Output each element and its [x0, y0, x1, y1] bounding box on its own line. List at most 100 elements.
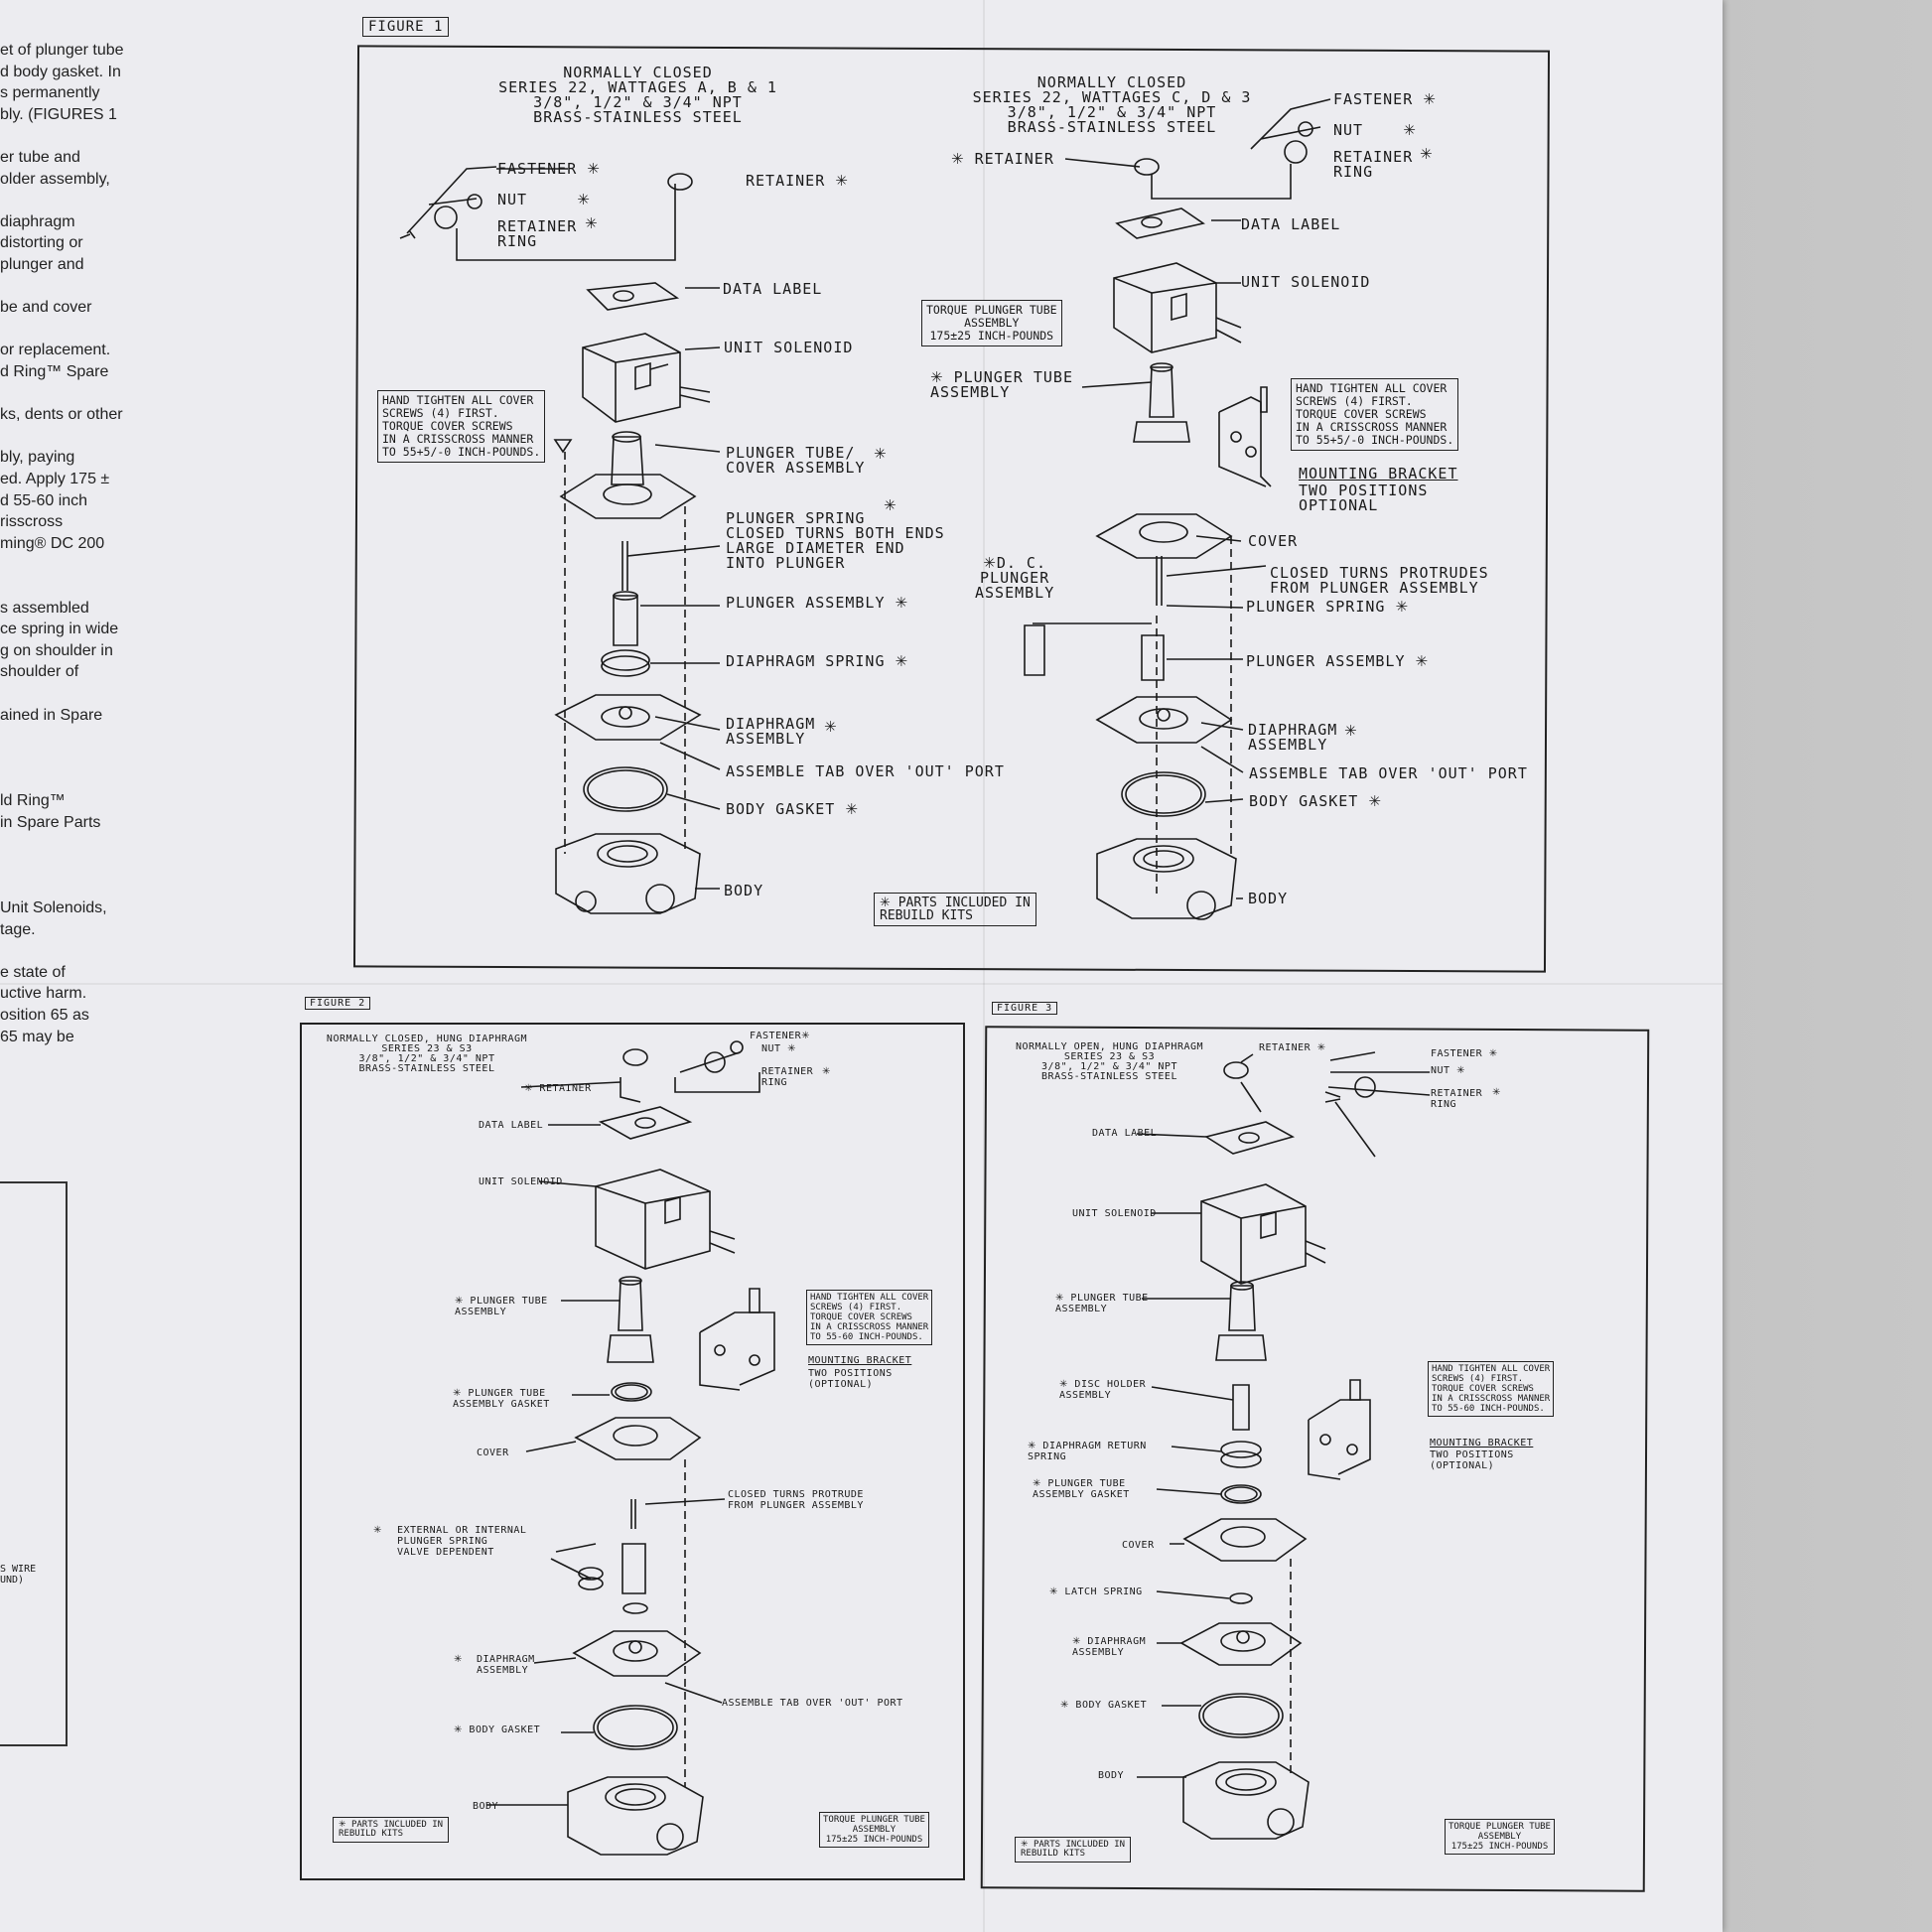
instruction-line: bly. (FIGURES 1: [0, 105, 117, 123]
figure-1-tag: FIGURE 1: [362, 17, 450, 37]
kit-star-icon: ✳: [1368, 792, 1382, 810]
label-retainer: RETAINER ✳: [1259, 1042, 1326, 1053]
instruction-line: d 55-60 inch: [0, 491, 88, 509]
kit-star-icon: ✳: [585, 214, 599, 232]
label-fastener: FASTENER ✳: [1333, 90, 1437, 108]
instruction-line: d Ring™ Spare: [0, 363, 109, 380]
label-diaphragm-assembly-text: DIAPHRAGM ASSEMBLY: [477, 1654, 535, 1676]
label-plunger-tube-gasket: ✳ PLUNGER TUBE ASSEMBLY GASKET: [453, 1388, 550, 1410]
fig3-assembly: [1136, 1051, 1431, 1840]
label-nut: NUT ✳: [761, 1043, 796, 1054]
kit-star-icon: ✳: [1060, 1700, 1069, 1711]
kit-star-icon: ✳: [1344, 722, 1358, 740]
fig1-right-assembly: [1024, 98, 1331, 920]
label-latch-spring: ✳ LATCH SPRING: [1049, 1587, 1143, 1597]
kit-star-icon: ✳: [1423, 90, 1437, 108]
kit-star-icon: ✳: [1403, 121, 1417, 139]
kit-star-icon: ✳: [1415, 652, 1430, 670]
label-body-gasket: ✳ BODY GASKET: [454, 1725, 541, 1735]
plunger-tube-torque-note: TORQUE PLUNGER TUBE ASSEMBLY 175±25 INCH…: [819, 1812, 929, 1848]
instruction-line: ce spring in wide: [0, 621, 119, 638]
cover-torque-note: HAND TIGHTEN ALL COVER SCREWS (4) FIRST.…: [1291, 378, 1459, 451]
figure-2-frame: [300, 1023, 965, 1880]
label-retainer: ✳ RETAINER: [951, 150, 1054, 168]
kit-star-icon: ✳: [1028, 1441, 1036, 1451]
figure-3-title: NORMALLY OPEN, HUNG DIAPHRAGM SERIES 23 …: [1015, 1041, 1204, 1082]
label-plunger-tube-cover: PLUNGER TUBE/ COVER ASSEMBLY: [726, 444, 866, 477]
label-nut: NUT ✳: [1333, 121, 1417, 139]
label-diaphragm-spring: DIAPHRAGM SPRING ✳: [726, 652, 909, 670]
label-assemble-tab: ASSEMBLE TAB OVER 'OUT' PORT: [722, 1698, 903, 1709]
figure-2-title: NORMALLY CLOSED, HUNG DIAPHRAGM SERIES 2…: [326, 1034, 528, 1074]
rebuild-kit-legend: ✳ PARTS INCLUDED IN REBUILD KITS: [874, 893, 1036, 926]
label-fastener: FASTENER ✳: [1431, 1048, 1498, 1059]
left-wiring-box: [0, 1181, 68, 1746]
label-nut: NUT ✳: [497, 191, 591, 208]
kit-star-icon: ✳: [577, 191, 591, 208]
kit-star-icon: ✳: [1033, 1478, 1041, 1489]
kit-star-icon: ✳: [453, 1388, 462, 1399]
kit-star-icon: ✳: [455, 1296, 464, 1307]
rebuild-kit-legend: ✳ PARTS INCLUDED IN REBUILD KITS: [1015, 1837, 1132, 1863]
paper-fold: [0, 983, 1723, 985]
label-nut: NUT ✳: [1431, 1065, 1465, 1076]
instruction-line: older assembly,: [0, 170, 110, 188]
kit-star-icon: ✳: [1072, 1636, 1081, 1647]
fig1-left-assembly: [399, 166, 721, 914]
kit-star-icon: ✳: [1420, 145, 1434, 163]
label-assemble-tab: ASSEMBLE TAB OVER 'OUT' PORT: [1249, 764, 1528, 782]
kit-star-icon: ✳: [880, 896, 891, 910]
instruction-line: plunger and: [0, 256, 84, 273]
instruction-line: distorting or: [0, 234, 83, 252]
kit-star-icon: ✳: [454, 1725, 463, 1735]
instruction-line: d body gasket. In: [0, 63, 121, 80]
box-text-line: UND): [0, 1575, 25, 1586]
label-assemble-tab: ASSEMBLE TAB OVER 'OUT' PORT: [726, 762, 1005, 780]
instruction-line: or replacement.: [0, 342, 111, 359]
kit-star-icon: ✳: [1395, 598, 1410, 616]
figure-3-tag: FIGURE 3: [992, 1002, 1058, 1015]
label-retainer: ✳ RETAINER: [524, 1083, 592, 1094]
instruction-sheet: [0, 0, 1723, 1932]
instruction-line: osition 65 as: [0, 1007, 89, 1024]
kit-star-icon: ✳: [951, 150, 965, 168]
label-body-gasket: BODY GASKET ✳: [726, 800, 859, 818]
label-body: BODY: [1248, 890, 1289, 907]
label-diaphragm-assembly: ✳ DIAPHRAGM ASSEMBLY: [1072, 1636, 1147, 1658]
kit-star-icon: ✳: [787, 1043, 796, 1054]
label-retainer-ring: RETAINER RING: [1333, 148, 1414, 181]
kit-star-icon: ✳: [339, 1820, 346, 1830]
instruction-line: Unit Solenoids,: [0, 899, 107, 916]
cover-torque-note: HAND TIGHTEN ALL COVER SCREWS (4) FIRST.…: [377, 390, 546, 463]
kit-star-icon: ✳: [1456, 1065, 1465, 1076]
label-body: BODY: [1098, 1770, 1125, 1781]
kit-star-icon: ✳: [1049, 1587, 1058, 1597]
kit-star-icon: ✳: [930, 368, 944, 386]
instruction-line: e state of: [0, 963, 66, 981]
label-retainer-ring: RETAINER RING: [1431, 1088, 1483, 1110]
label-diaphragm-return: ✳ DIAPHRAGM RETURN SPRING: [1028, 1441, 1147, 1462]
label-fastener: FASTENER✳: [750, 1031, 811, 1041]
instruction-line: shoulder of: [0, 663, 79, 681]
label-body-gasket: BODY GASKET ✳: [1249, 792, 1382, 810]
instruction-line: bly, paying: [0, 449, 75, 467]
label-mounting-bracket: MOUNTING BRACKET: [1430, 1438, 1534, 1449]
label-data-label: DATA LABEL: [723, 280, 823, 298]
label-plunger-tube-assembly: ✳ PLUNGER TUBE ASSEMBLY: [1055, 1293, 1149, 1314]
instruction-line: ks, dents or other: [0, 406, 123, 424]
plunger-tube-torque-note: TORQUE PLUNGER TUBE ASSEMBLY 175±25 INCH…: [921, 300, 1062, 346]
label-plunger-spring: PLUNGER SPRING CLOSED TURNS BOTH ENDS LA…: [726, 509, 945, 572]
kit-star-icon: ✳: [822, 1066, 831, 1077]
paper-fold: [983, 0, 985, 1932]
kit-star-icon: ✳: [895, 594, 909, 612]
label-mounting-bracket: MOUNTING BRACKET: [1299, 465, 1458, 483]
label-diaphragm-assembly: ✳: [454, 1654, 463, 1665]
label-cover: COVER: [1248, 532, 1299, 550]
kit-star-icon: ✳: [835, 172, 849, 190]
kit-star-icon: ✳: [1059, 1379, 1068, 1390]
label-dc-plunger: ✳D. C. PLUNGER ASSEMBLY: [975, 554, 1055, 602]
rebuild-kit-legend: ✳ PARTS INCLUDED IN REBUILD KITS: [333, 1817, 450, 1843]
label-plunger-assembly: PLUNGER ASSEMBLY ✳: [1246, 652, 1430, 670]
label-disc-holder: ✳ DISC HOLDER ASSEMBLY: [1059, 1379, 1147, 1401]
